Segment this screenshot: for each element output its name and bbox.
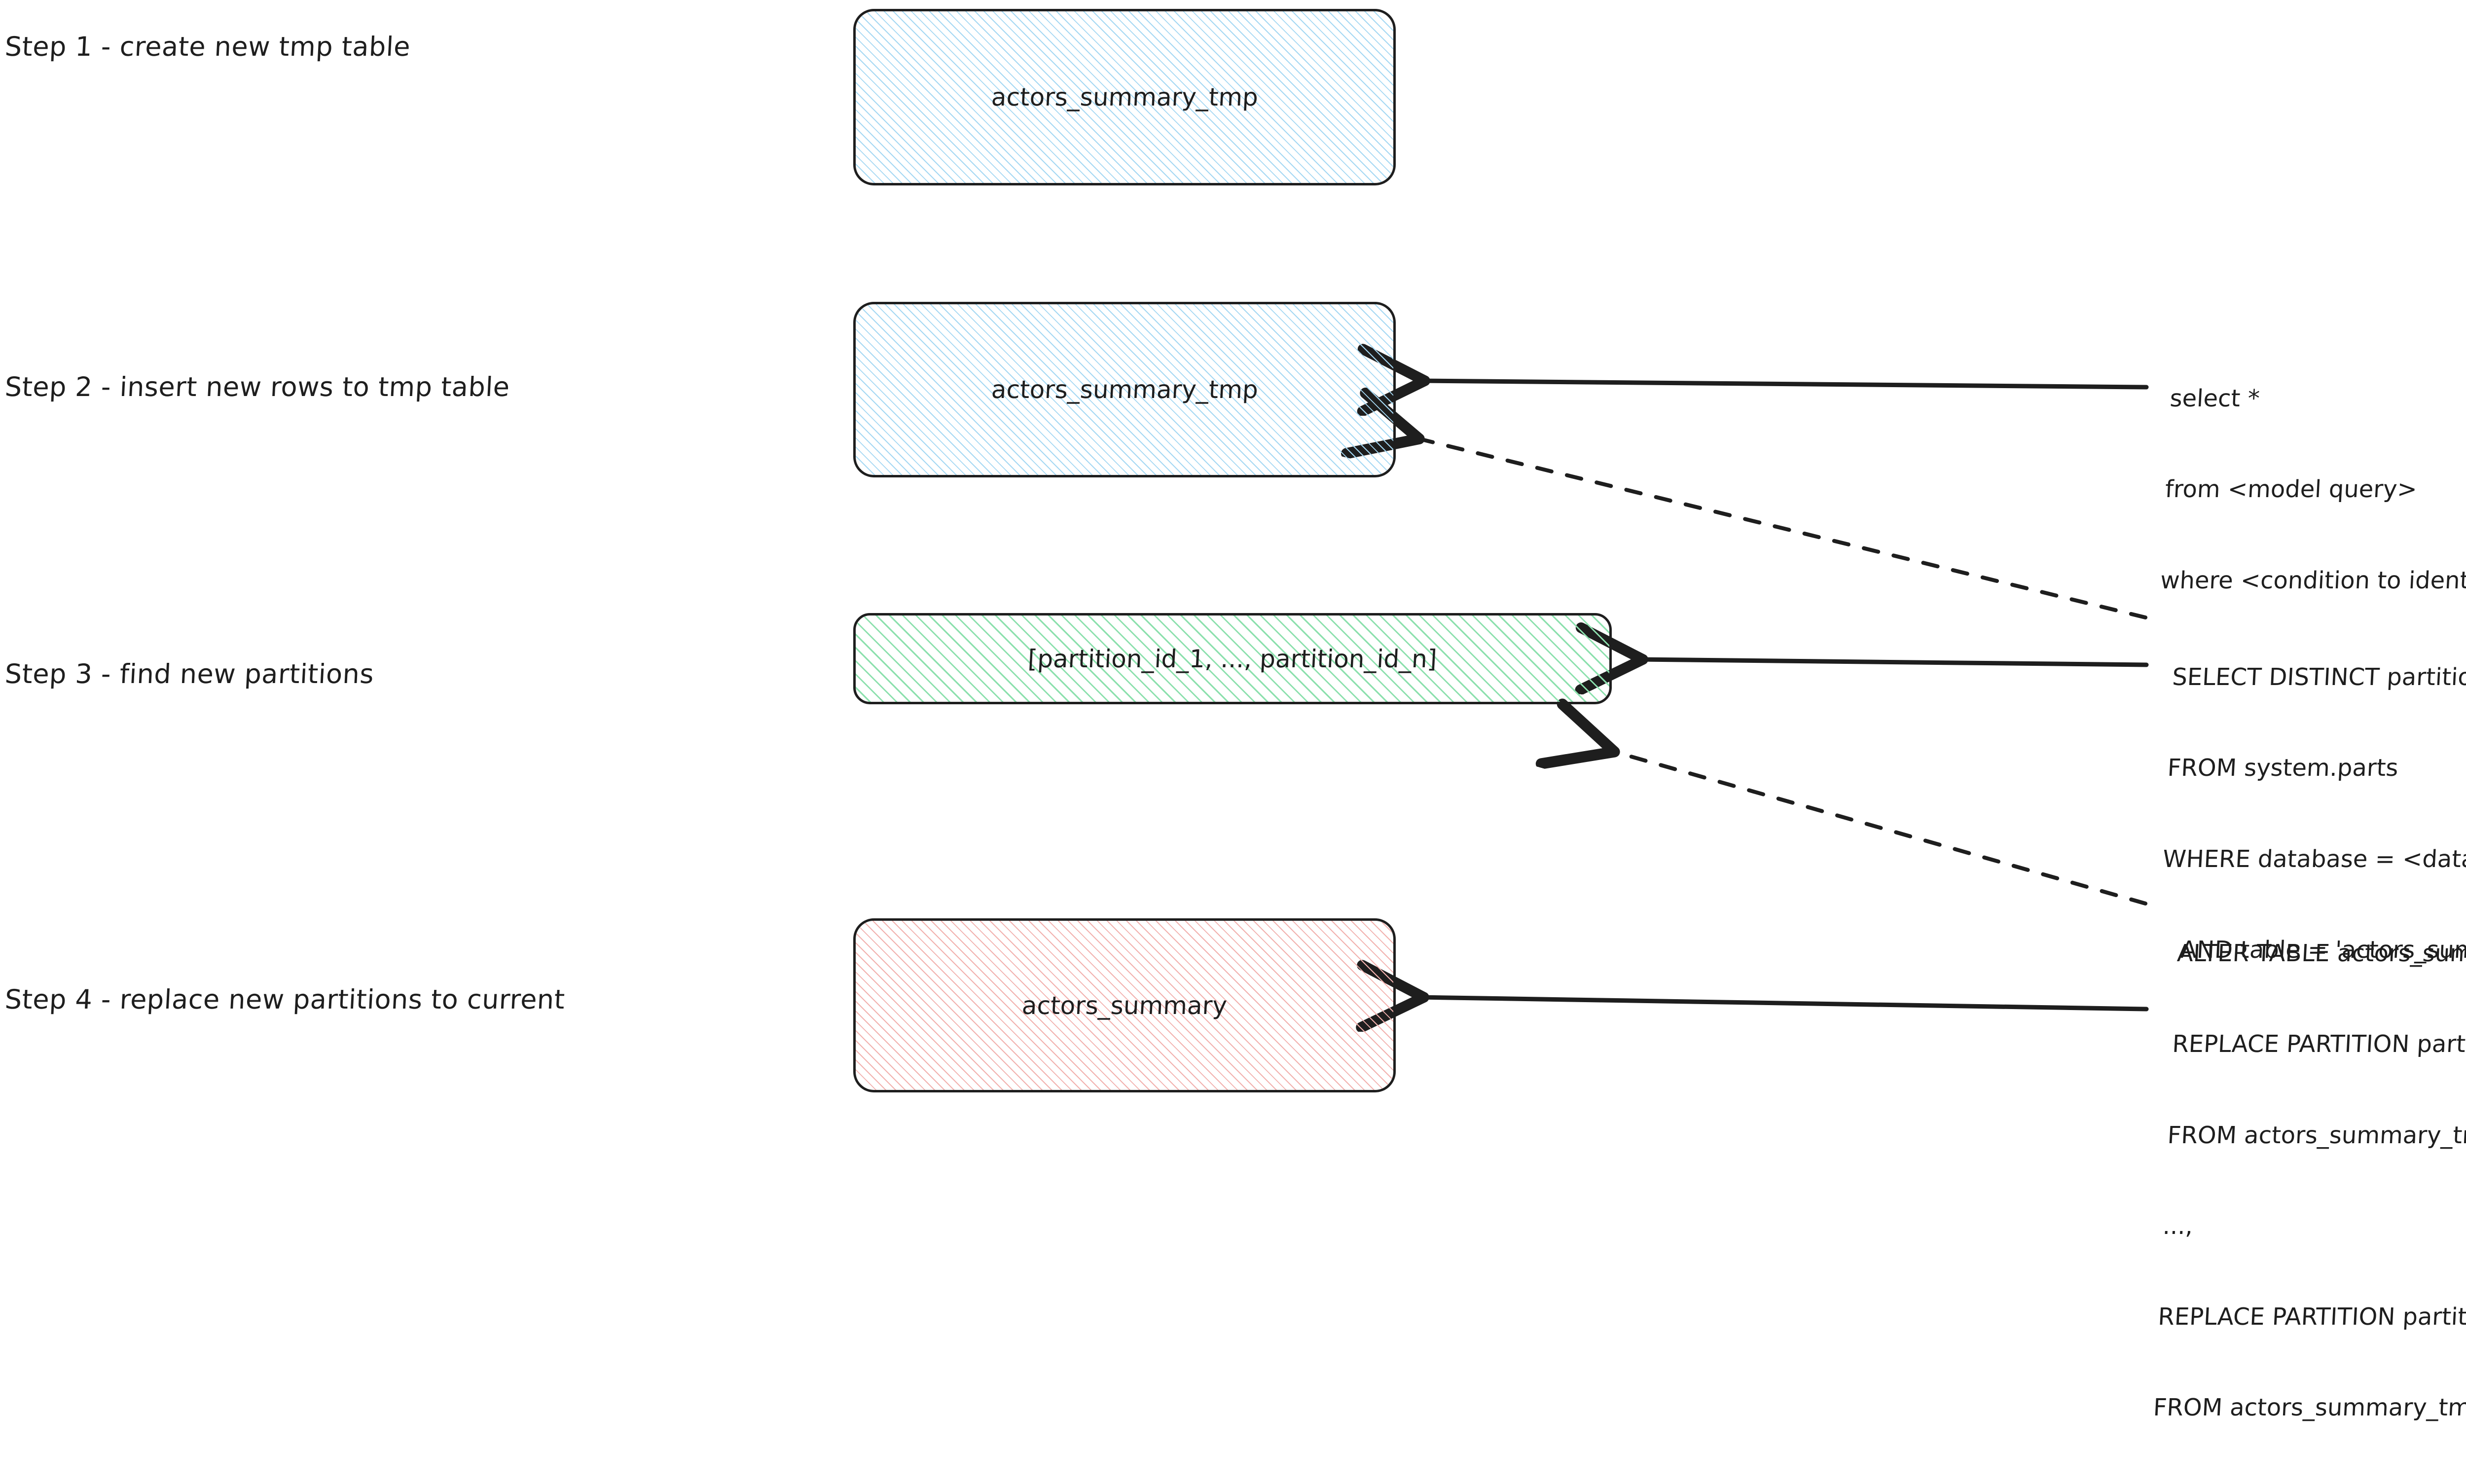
arrow-sql2-to-tmp — [1420, 381, 2149, 387]
sql-line: REPLACE PARTITION partition_id_n — [2157, 1303, 2466, 1331]
node-label: actors_summary_tmp — [990, 375, 1259, 404]
node-label: actors_summary_tmp — [990, 83, 1259, 111]
node-label: [partition_id_1, ..., partition_id_n] — [1027, 644, 1438, 673]
arrow-sql3-to-partitions — [1638, 659, 2149, 665]
arrow-sql4-to-partitions-dashed — [1607, 750, 2147, 905]
diagram-canvas: Step 1 - create new tmp table Step 2 - i… — [0, 0, 2466, 1422]
node-label: actors_summary — [1021, 991, 1228, 1020]
arrow-sql4-to-actors-summary — [1419, 997, 2149, 1009]
sql-line: FROM actors_summary_tmp, — [2152, 1394, 2466, 1422]
arrow-sql3-to-tmp-dashed — [1412, 437, 2147, 619]
sql-line: ..., — [2162, 1212, 2194, 1240]
connector-layer — [0, 0, 2149, 1148]
